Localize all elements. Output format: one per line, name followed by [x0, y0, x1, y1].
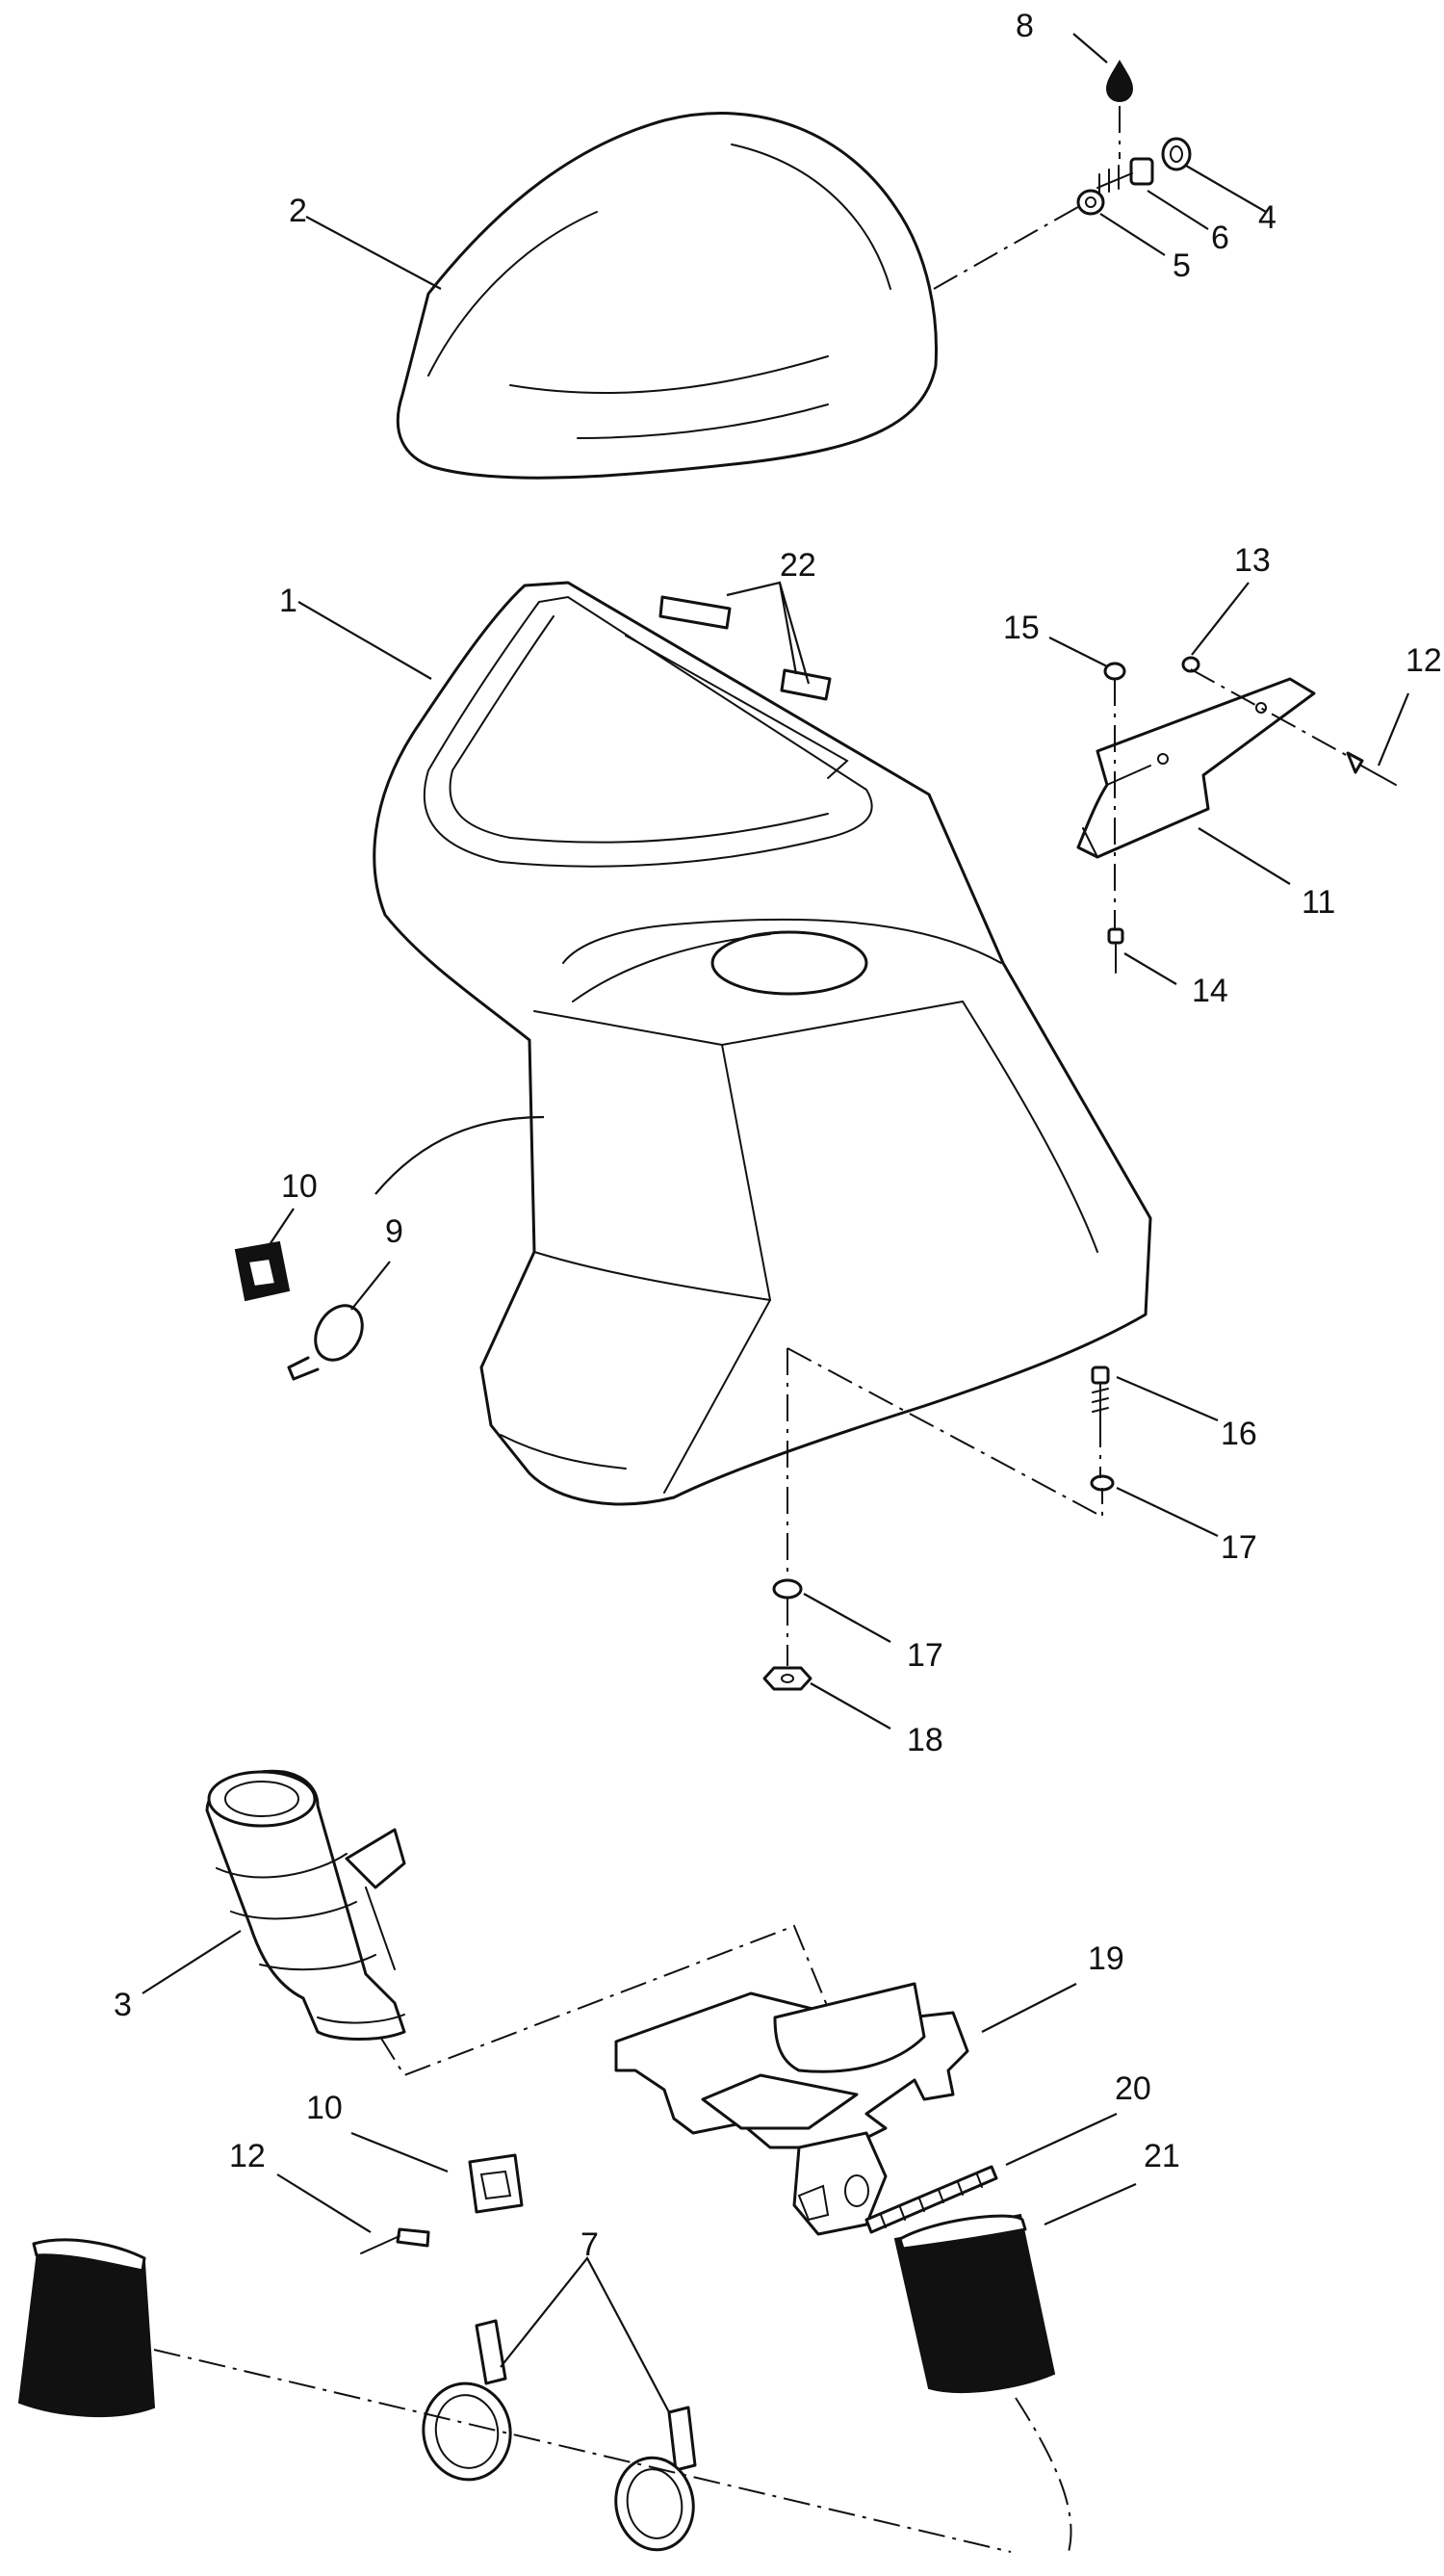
part-17-washer-lower [772, 1578, 803, 1600]
callout-2: 2 [289, 193, 307, 229]
bellows-left [17, 2238, 156, 2418]
part-17-washer-right [1090, 1474, 1115, 1492]
callout-7: 7 [580, 2226, 599, 2263]
callout-15: 15 [1003, 610, 1040, 646]
part-20-spring [864, 2165, 998, 2234]
callout-1: 1 [279, 583, 297, 619]
part-11-bracket [1076, 677, 1316, 859]
part-8-drop-icon [1105, 60, 1134, 103]
part-15-washer [1103, 662, 1126, 681]
part-9-clamp [287, 1304, 364, 1381]
callout-16: 16 [1221, 1416, 1257, 1452]
callout-13: 13 [1234, 542, 1271, 579]
leader-lines [142, 33, 1410, 2413]
callout-22: 22 [780, 547, 816, 584]
part-10-mount-upper [234, 1240, 291, 1302]
callout-3: 3 [114, 1987, 132, 2023]
part-5-washer [1076, 189, 1105, 216]
callout-18: 18 [907, 1722, 943, 1758]
part-13-washer [1181, 656, 1200, 673]
callouts: 1 2 3 4 5 6 7 8 9 10 10 11 12 12 13 14 1… [114, 8, 1442, 2263]
part-18-nut [762, 1666, 812, 1691]
part-14-rivet [1107, 927, 1124, 974]
callout-17-lower: 17 [907, 1637, 943, 1674]
part-6-screw [1096, 157, 1154, 195]
part-3-adapter [205, 1769, 406, 2041]
part-12-rivet-lower [360, 2227, 430, 2254]
callout-9: 9 [385, 1213, 403, 1250]
part-16-bolt [1091, 1366, 1110, 1421]
callout-6: 6 [1211, 220, 1229, 256]
callout-21: 21 [1144, 2138, 1180, 2174]
callout-19: 19 [1088, 1940, 1124, 1977]
callout-5: 5 [1173, 247, 1191, 284]
callout-12-upper: 12 [1405, 642, 1442, 679]
part-2-cover [396, 112, 938, 480]
part-19-base [614, 1982, 969, 2236]
part-21-bellows-right [893, 2213, 1056, 2393]
callout-8: 8 [1016, 8, 1034, 44]
assembly-lines [153, 106, 1349, 2553]
callout-10-upper: 10 [281, 1168, 318, 1205]
part-12-rivet-top [1346, 751, 1397, 786]
callout-4: 4 [1258, 199, 1276, 236]
callout-17-right: 17 [1221, 1529, 1257, 1566]
callout-14: 14 [1192, 973, 1228, 1009]
part-1-housing [373, 581, 1152, 1506]
callout-11: 11 [1302, 884, 1335, 921]
callout-20: 20 [1115, 2070, 1151, 2107]
part-10-mount-lower [468, 2153, 524, 2214]
part-4-nut [1161, 137, 1192, 171]
callout-10-lower: 10 [306, 2090, 343, 2126]
part-22-pads [658, 595, 832, 701]
callout-12-lower: 12 [229, 2138, 266, 2174]
part-7-cable-tie-right [614, 2406, 697, 2552]
part-7-cable-tie-left [422, 2319, 512, 2482]
